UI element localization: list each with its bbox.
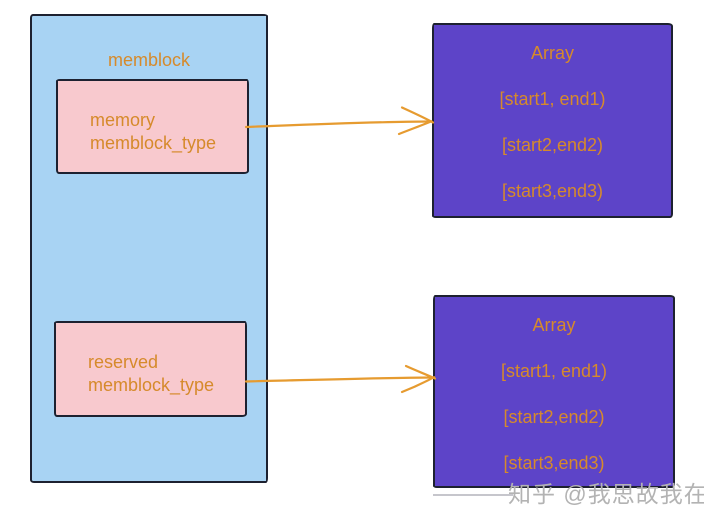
memory-box-line1: memory [90,110,156,130]
memory-array-entry-3: [start3,end3) [501,181,604,201]
reserved-array-entry-1: [start1, end1) [500,361,608,381]
memory-array-box: Array [start1, end1) [start2,end2) [star… [432,23,673,218]
memblock-title: memblock [107,50,191,70]
reserved-array-entry-2: [start2,end2) [503,407,605,427]
reserved-array-entry-3: [start3,end3) [503,453,605,473]
reserved-memblock-type-box: reserved memblock_type [54,321,247,417]
memory-array-entry-2: [start2,end2) [501,135,604,155]
memory-array-title: Array [530,43,574,63]
memory-array-entry-1: [start1, end1) [499,89,606,109]
reserved-box-line2: memblock_type [88,375,215,395]
arrow-memory-to-array [244,106,435,136]
reserved-array-box: Array [start1, end1) [start2,end2) [star… [433,295,675,488]
watermark: 知乎 @我思故我在 [508,481,704,507]
memblock-container: memblock memory memblock_type reserved m… [30,14,268,483]
reserved-box-line1: reserved [88,352,159,372]
sketch-stray-line [433,494,513,496]
arrow-reserved-to-array [244,364,437,394]
memory-box-line2: memblock_type [90,133,217,153]
memory-memblock-type-box: memory memblock_type [56,79,249,174]
reserved-array-title: Array [532,315,576,335]
